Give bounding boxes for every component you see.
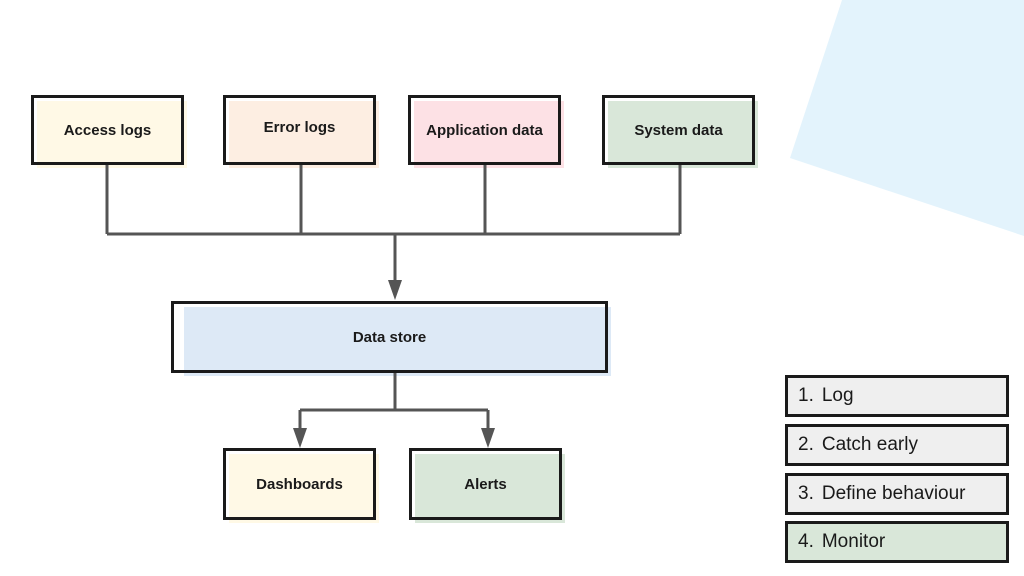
arrowhead-alerts	[481, 428, 495, 448]
node-alerts: Alerts	[409, 448, 565, 523]
legend-text: Define behaviour	[821, 483, 966, 504]
legend-item-define-behaviour: 3. Define behaviour	[785, 473, 1009, 515]
legend-text: Catch early	[821, 434, 918, 455]
legend-text: Log	[821, 385, 854, 406]
legend-number: 4.	[798, 531, 814, 552]
node-label: Dashboards	[256, 475, 343, 493]
node-application-data: Application data	[408, 95, 564, 168]
legend-item-catch-early: 2. Catch early	[785, 424, 1009, 466]
node-dashboards: Dashboards	[223, 448, 379, 523]
node-label: System data	[634, 121, 723, 139]
node-label: Access logs	[63, 121, 152, 139]
node-label: Application data	[426, 121, 543, 139]
node-label: Data store	[352, 328, 427, 346]
node-access-logs: Access logs	[31, 95, 187, 168]
legend-item-monitor: 4. Monitor	[785, 521, 1009, 563]
legend-number: 3.	[798, 483, 814, 504]
node-system-data: System data	[602, 95, 758, 168]
node-error-logs: Error logs	[223, 95, 379, 168]
arrowhead-dashboards	[293, 428, 307, 448]
legend-number: 2.	[798, 434, 814, 455]
legend-number: 1.	[798, 385, 814, 406]
legend-item-log: 1. Log	[785, 375, 1009, 417]
node-data-store: Data store	[171, 301, 611, 376]
node-label: Error logs	[263, 119, 336, 136]
arrowhead-store	[388, 280, 402, 300]
node-label: Alerts	[464, 475, 507, 493]
legend-text: Monitor	[821, 531, 886, 552]
background-polygon	[790, 0, 1024, 236]
